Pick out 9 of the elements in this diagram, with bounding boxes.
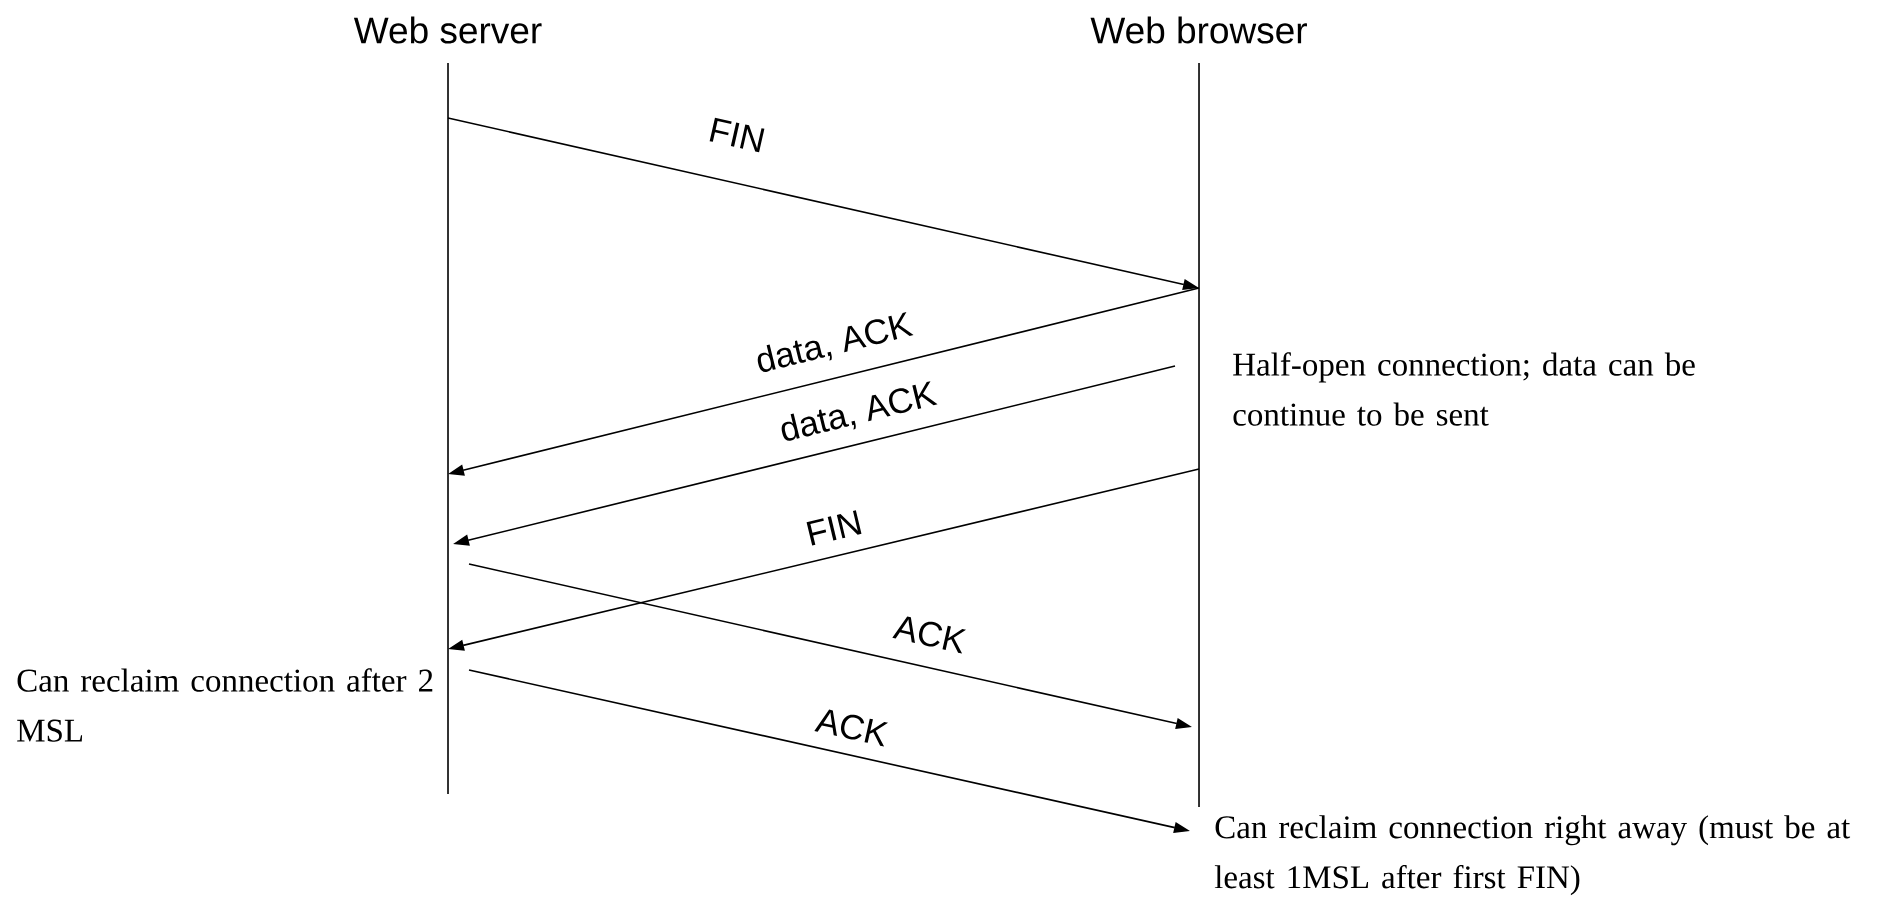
note: Half-open connection; data can be continue to be sent	[1233, 352, 1695, 426]
edge-label: FIN	[709, 117, 765, 153]
edge-label: ACK	[814, 709, 889, 747]
note: Can reclaim connection right away (must be at least 1MSL after first FIN)	[1214, 815, 1851, 896]
edge-label: ACK	[892, 616, 967, 654]
edge-label: data, ACK	[781, 381, 938, 441]
note: Can reclaim connection after 2 MSL	[17, 668, 433, 742]
edge-label: data, ACK	[757, 312, 914, 372]
edge-label: FIN	[806, 510, 862, 546]
